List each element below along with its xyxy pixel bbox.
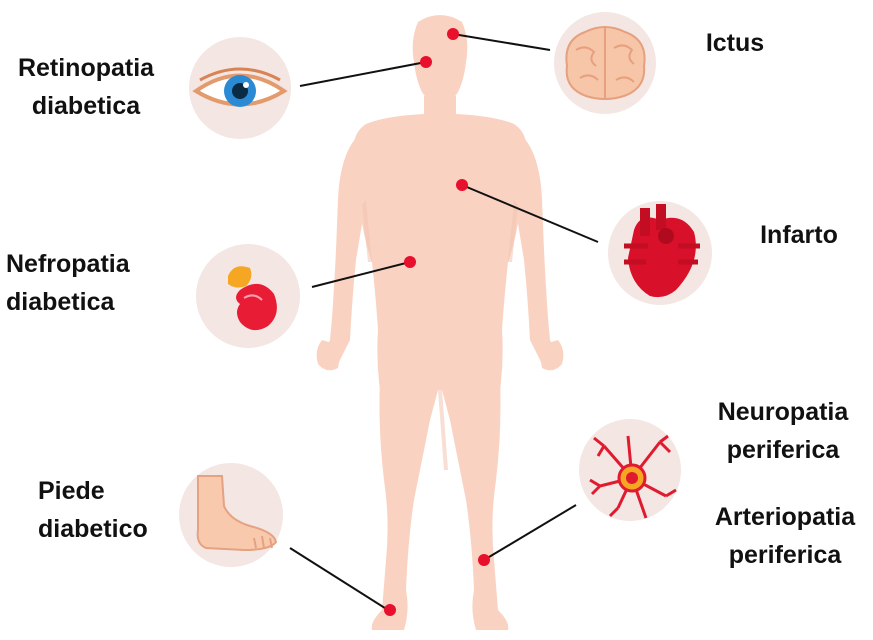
label-arteriopatia: Arteriopatia periferica xyxy=(700,498,870,574)
label-neuropatia-line2: periferica xyxy=(700,431,866,469)
connector-foot xyxy=(290,548,388,610)
label-infarto: Infarto xyxy=(744,216,854,254)
marker-nefropatia xyxy=(404,256,416,268)
foot-icon xyxy=(179,463,283,567)
label-nefropatia-line1: Nefropatia xyxy=(6,245,164,283)
label-retinopatia: Retinopatia diabetica xyxy=(6,49,166,125)
connector-eye xyxy=(300,62,426,86)
label-ictus-line1: Ictus xyxy=(690,24,780,62)
label-ictus: Ictus xyxy=(690,24,780,62)
label-neuropatia-line1: Neuropatia xyxy=(700,393,866,431)
marker-retinopatia xyxy=(420,56,432,68)
brain-icon xyxy=(554,12,656,114)
label-nefropatia: Nefropatia diabetica xyxy=(0,245,164,321)
kidney-icon xyxy=(196,244,300,348)
label-piede: Piede diabetico xyxy=(38,472,168,548)
label-infarto-line1: Infarto xyxy=(744,216,854,254)
label-retinopatia-line1: Retinopatia xyxy=(6,49,166,87)
label-arteriopatia-line1: Arteriopatia xyxy=(700,498,870,536)
heart-icon xyxy=(608,201,712,305)
human-body-silhouette xyxy=(317,15,564,630)
connector-neuron xyxy=(484,505,576,560)
label-piede-line2: diabetico xyxy=(38,510,168,548)
connector-brain xyxy=(453,34,550,50)
label-retinopatia-line2: diabetica xyxy=(6,87,166,125)
label-piede-line1: Piede xyxy=(38,472,168,510)
label-nefropatia-line2: diabetica xyxy=(6,283,164,321)
marker-neuropatia xyxy=(478,554,490,566)
marker-ictus xyxy=(447,28,459,40)
label-arteriopatia-line2: periferica xyxy=(700,536,870,574)
neuron-icon xyxy=(579,419,681,521)
marker-infarto xyxy=(456,179,468,191)
marker-piede xyxy=(384,604,396,616)
eye-icon xyxy=(189,37,291,139)
label-neuropatia: Neuropatia periferica xyxy=(700,393,866,469)
